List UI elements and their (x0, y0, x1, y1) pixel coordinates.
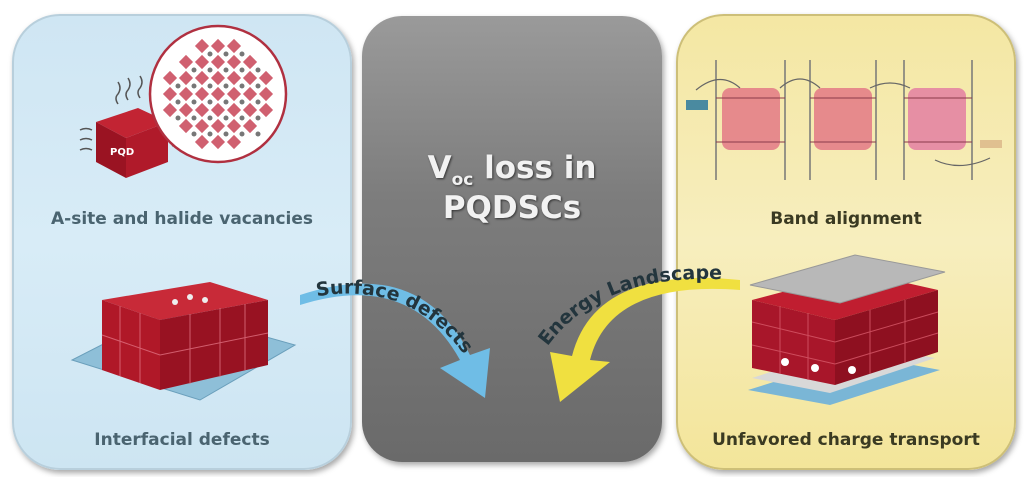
lattice-site (207, 51, 213, 57)
lattice-site (175, 99, 181, 105)
lattice-octahedron (210, 134, 226, 150)
lattice-site (175, 83, 181, 89)
lattice-site (239, 51, 245, 57)
lattice-site (255, 115, 261, 121)
lattice-octahedron (258, 86, 274, 102)
lattice-site (255, 99, 261, 105)
lattice-site (207, 67, 213, 73)
surface-defects-label: Surface defects (315, 277, 478, 358)
band-alignment-diagram (686, 60, 1002, 180)
lattice-site (207, 83, 213, 89)
lattice-site (191, 83, 197, 89)
device-stack-icon (748, 254, 946, 405)
lattice-site (191, 99, 197, 105)
surface-defects-arrow: Surface defects (300, 277, 490, 398)
lattice-site (223, 99, 229, 105)
title-v: V (427, 150, 452, 186)
lattice-site (207, 115, 213, 121)
lattice-octahedron (194, 134, 210, 150)
lattice-octahedron (258, 70, 274, 86)
lattice-site (255, 83, 261, 89)
caption-vacancies: A-site and halide vacancies (51, 209, 313, 229)
title-subscript: oc (451, 170, 474, 191)
lattice-site (191, 67, 197, 73)
lattice-site (223, 131, 229, 137)
pqd-cube-icon: PQD (79, 75, 185, 178)
lattice-site (175, 115, 181, 121)
lattice-site (191, 115, 197, 121)
lattice-site (239, 83, 245, 89)
lattice-octahedron (258, 102, 274, 118)
center-panel (362, 16, 662, 462)
lattice-site (239, 131, 245, 137)
lattice-site (239, 115, 245, 121)
lattice-site (255, 67, 261, 73)
lattice-site (239, 99, 245, 105)
lattice-site (239, 67, 245, 73)
lattice-site (207, 99, 213, 105)
lattice-site (223, 51, 229, 57)
pqd-label: PQD (110, 147, 134, 158)
diagram-title: Voc loss in PQDSCs (362, 150, 662, 226)
lattice-site (223, 67, 229, 73)
lattice-site (191, 131, 197, 137)
lattice-site (223, 83, 229, 89)
interfacial-cubes-icon (70, 282, 297, 401)
lattice-site (207, 131, 213, 137)
energy-landscape-arrow: Energy Landscape (534, 262, 740, 402)
caption-charge-transport: Unfavored charge transport (712, 430, 980, 450)
caption-band-alignment: Band alignment (770, 209, 922, 229)
lattice-site (223, 115, 229, 121)
lattice-octahedron (226, 134, 242, 150)
caption-interfacial-defects: Interfacial defects (94, 430, 270, 450)
title-rest: loss in PQDSCs (442, 150, 597, 227)
lattice-magnifier-icon (148, 24, 288, 164)
lattice-site (255, 131, 261, 137)
svg-text:Surface defects: Surface defects (315, 277, 478, 358)
